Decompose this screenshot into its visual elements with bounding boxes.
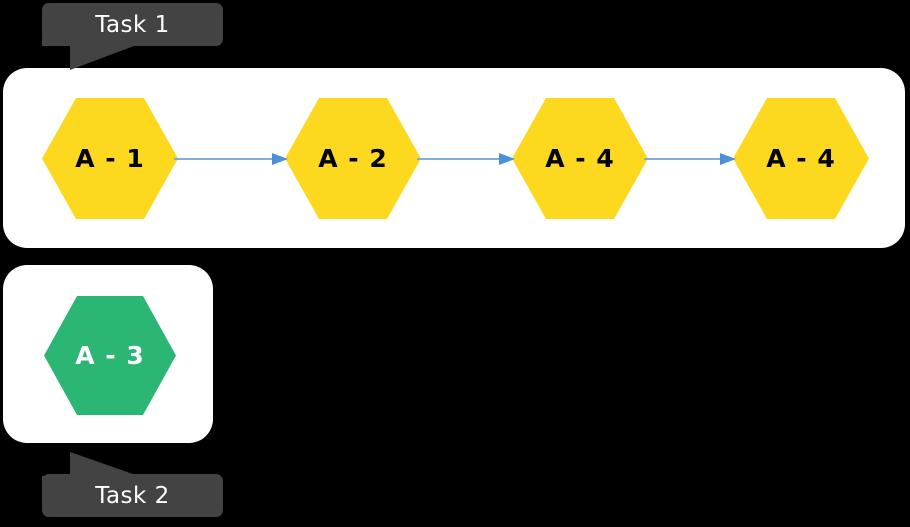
node-a4b[interactable]: A - 4	[733, 98, 869, 219]
task-label-task1-text: Task 1	[95, 11, 170, 38]
task-label-task1[interactable]: Task 1	[42, 3, 223, 46]
node-a1-label: A - 1	[75, 144, 145, 173]
edge-a4a-to-a4b	[644, 153, 736, 165]
node-a3[interactable]: A - 3	[44, 296, 176, 415]
node-a4a-label: A - 4	[545, 144, 615, 173]
node-a4a[interactable]: A - 4	[512, 98, 648, 219]
node-a4b-label: A - 4	[766, 144, 836, 173]
task-label-task2-text: Task 2	[95, 482, 170, 509]
node-a3-label: A - 3	[75, 341, 145, 370]
task-label-task2[interactable]: Task 2	[42, 474, 223, 517]
node-a2-label: A - 2	[318, 144, 388, 173]
edge-a2-to-a4a	[417, 153, 515, 165]
edge-a1-to-a2	[174, 153, 288, 165]
